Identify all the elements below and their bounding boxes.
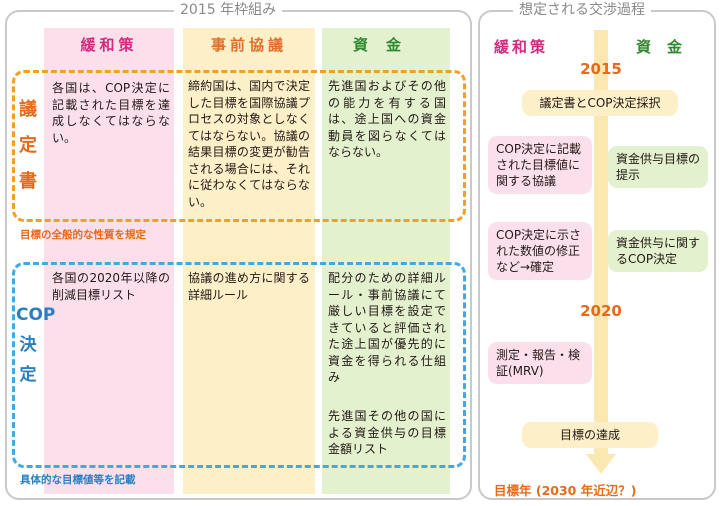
step-adoption: 議定書とCOP決定採択 — [522, 90, 678, 116]
pre-consultation-column-header: 事前協議 — [210, 36, 287, 54]
cop-finance-list-cell: 先進国その他の国による資金供与の目標金額リスト — [328, 409, 446, 456]
step-achievement: 目標の達成 — [522, 422, 658, 448]
finance-column-bg — [322, 28, 450, 494]
negotiation-process-title: 想定される交渉過程 — [513, 2, 651, 18]
timeline-bar — [594, 30, 608, 462]
cop-mitigation-cell: 各国の2020年以降の削減目標リスト — [52, 271, 170, 302]
process-finance-header: 資金 — [636, 38, 699, 56]
step-funding-cop: 資金供与に関するCOP決定 — [608, 230, 708, 272]
mitigation-column-bg — [44, 28, 174, 494]
step-cop-consultation: COP決定に記載された目標値に関する協議 — [488, 136, 592, 194]
step-funding-target: 資金供与目標の提示 — [608, 146, 708, 188]
cop-decision-row-label: COP決定 — [16, 305, 56, 385]
cop-finance-rules-cell: 配分のための詳細ルール・事前協議にて厳しい目標を設定できていると評価された途上国… — [328, 271, 446, 384]
cop-consultation-cell: 協議の進め方に関する詳細ルール — [188, 271, 310, 302]
agreement-consultation-cell: 締約国は、国内で決定した目標を国際協議プロセスの対象としなくてはならない。協議の… — [188, 79, 310, 209]
mitigation-column-header: 緩和策 — [80, 36, 138, 54]
cop-decision-row-outline — [12, 262, 466, 468]
framework-2015-title: 2015 年枠組み — [174, 2, 283, 18]
year-2015: 2015 — [580, 60, 622, 78]
finance-column-header: 資金 — [352, 36, 419, 54]
target-year-label: 目標年 (2030 年近辺？) — [494, 483, 637, 498]
agreement-row-outline — [12, 70, 466, 222]
agreement-row-note: 目標の全般的な性質を規定 — [20, 229, 146, 241]
agreement-finance-cell: 先進国およびその他の能力を有する国は、途上国への資金動員を図らなくてはならない。 — [328, 79, 446, 159]
step-revision: COP決定に示された数値の修正など→確定 — [488, 222, 592, 280]
process-mitigation-header: 緩和策 — [494, 38, 549, 56]
timeline-arrow-icon — [586, 454, 616, 474]
agreement-mitigation-cell: 各国は、COP決定に記載された目標を達成しなくてはならない。 — [52, 81, 170, 145]
agreement-row-label: 議定書 — [19, 99, 37, 192]
pre-consultation-column-bg — [183, 28, 315, 494]
year-2020: 2020 — [580, 302, 622, 320]
cop-decision-row-note: 具体的な目標値等を記載 — [20, 474, 136, 486]
step-mrv: 測定・報告・検証(MRV) — [488, 342, 592, 384]
